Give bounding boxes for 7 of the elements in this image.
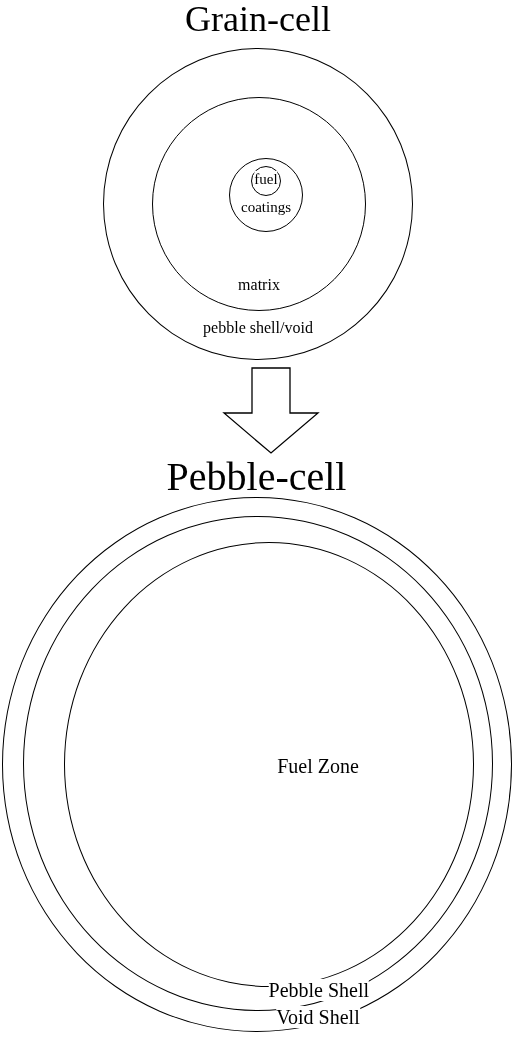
region-label: pebble shell/void [203, 319, 313, 337]
cell-title: Grain-cell [185, 0, 331, 40]
region-label: Void Shell [276, 1006, 360, 1028]
region-label: coatings [241, 199, 291, 216]
cell-title: Pebble-cell [166, 455, 347, 499]
block-arrow [222, 367, 320, 454]
region-label: Pebble Shell [268, 979, 370, 1001]
